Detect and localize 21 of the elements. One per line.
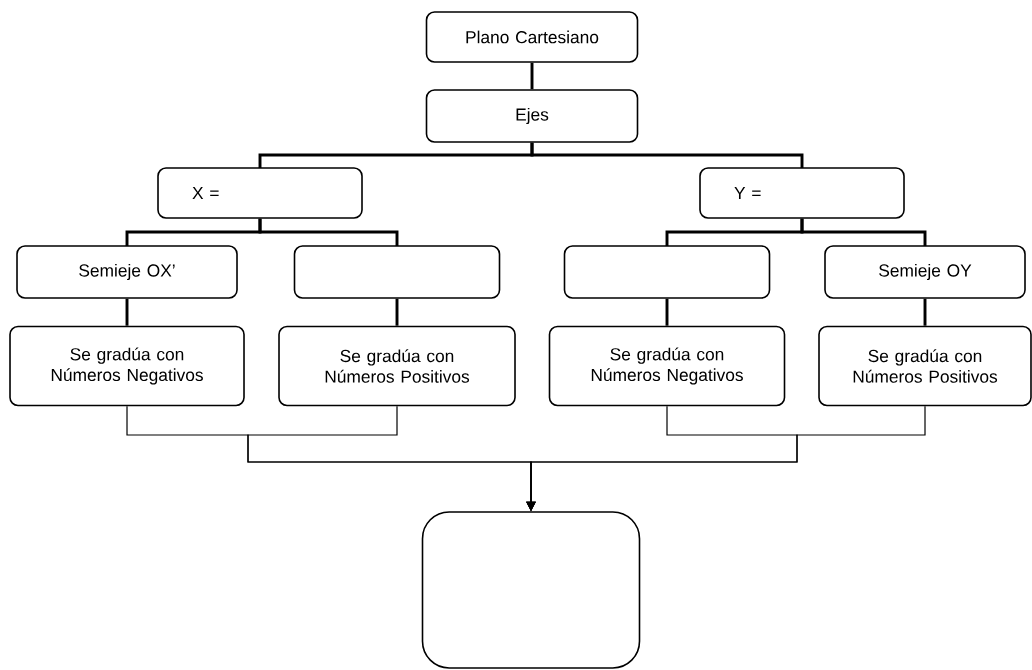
node-box: Se gradúa con Números Positivos xyxy=(278,325,516,407)
connector xyxy=(800,218,927,246)
node-box: Plano Cartesiano xyxy=(425,11,639,63)
connector xyxy=(125,298,129,326)
node-box: Se gradúa con Números Negativos xyxy=(548,325,786,407)
node-box: Ejes xyxy=(425,89,639,143)
node-box: Se gradúa con Números Negativos xyxy=(9,325,245,407)
node-box: Semieje OY xyxy=(824,245,1026,299)
node-box: X = xyxy=(157,167,363,219)
node-box: Semieje OX’ xyxy=(16,245,238,299)
connector xyxy=(530,142,804,168)
connector xyxy=(665,298,669,326)
node-box: Y = xyxy=(699,167,905,219)
connector xyxy=(395,298,399,326)
connector xyxy=(258,218,399,246)
connector xyxy=(530,62,534,90)
empty-box xyxy=(421,511,641,669)
connector xyxy=(923,298,927,326)
node-box: Se gradúa con Números Positivos xyxy=(818,325,1032,407)
empty-box xyxy=(293,245,501,299)
empty-box xyxy=(563,245,771,299)
